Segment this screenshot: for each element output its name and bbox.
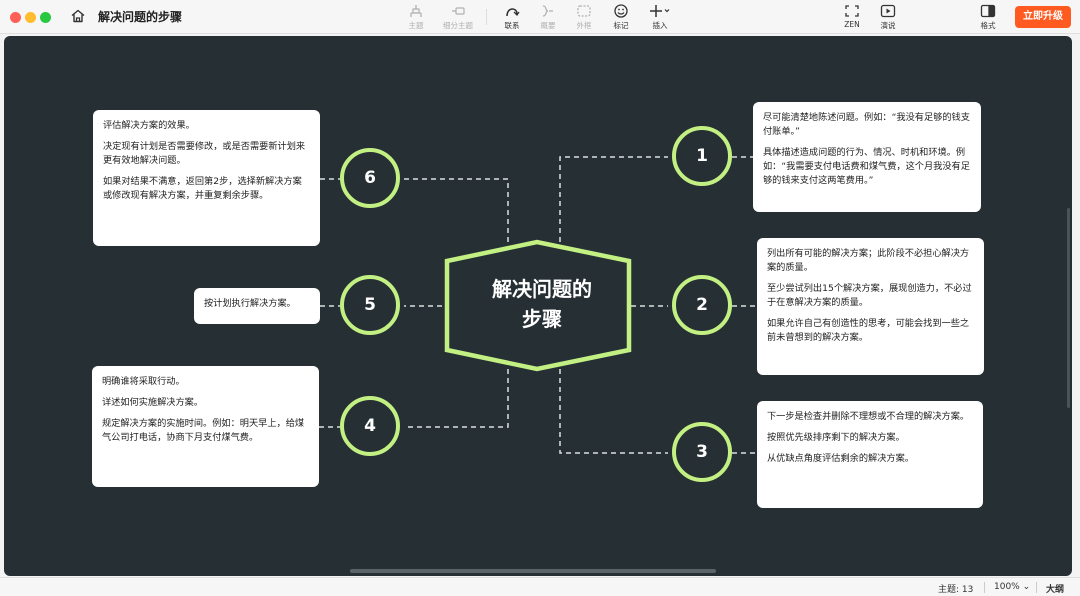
step-6-card[interactable]: 评估解决方案的效果。 决定现有计划是否需要修改，或是否需要新计划来更有效地解决问… [93,110,320,246]
relation-button[interactable]: 联系 [488,4,536,32]
status-divider [984,582,985,593]
status-bar: 主题: 13 100% ⌄ 大纲 [0,577,1080,596]
step-5-card[interactable]: 按计划执行解决方案。 [194,288,320,324]
zoom-window-button[interactable] [40,12,51,23]
zoom-dropdown[interactable]: 100% ⌄ [994,582,1031,592]
marker-button[interactable]: 标记 [597,4,645,32]
zen-mode-button[interactable]: ZEN [828,4,876,32]
connector-6 [404,178,509,242]
horizontal-scrollbar[interactable] [350,569,716,573]
connector-4 [404,369,509,428]
subtopic-button[interactable]: 细分主题 [434,4,482,32]
topic-count: 主题: 13 [938,585,974,595]
smiley-icon [614,4,628,18]
document-title: 解决问题的步骤 [98,10,183,24]
topic-button[interactable]: 主题 [392,4,440,32]
step-4-card[interactable]: 明确谁将采取行动。 详述如何实施解决方案。 规定解决方案的实施时间。例如：明天早… [92,366,319,487]
topic-icon [410,5,422,17]
step-node-4[interactable]: 4 [340,396,400,456]
minimize-window-button[interactable] [25,12,36,23]
chevron-down-icon: ⌄ [1022,582,1031,592]
format-button[interactable]: 格式 [964,4,1012,32]
step-2-card[interactable]: 列出所有可能的解决方案；此阶段不必担心解决方案的质量。 至少尝试列出15个解决方… [757,238,984,375]
status-divider [1036,582,1037,593]
step-node-6[interactable]: 6 [340,148,400,208]
toolbar-divider [486,9,487,25]
outline-button[interactable]: 大纲 [1046,585,1065,595]
step-node-2[interactable]: 2 [672,275,732,335]
play-screen-icon [880,4,896,18]
step-node-3[interactable]: 3 [672,422,732,482]
relation-icon [506,8,520,17]
home-icon[interactable] [70,8,86,24]
boundary-icon [577,5,591,17]
step-node-5[interactable]: 5 [340,275,400,335]
step-node-1[interactable]: 1 [672,126,732,186]
connector-lines [311,156,757,454]
present-button[interactable]: 演说 [864,4,912,32]
summary-icon [542,5,553,17]
connector-3 [559,369,668,454]
fullscreen-icon [845,5,859,17]
boundary-button[interactable]: 外框 [560,4,608,32]
mindmap-canvas[interactable]: 解决问题的 步骤 6 5 4 1 2 3 评估解决方案的效果。 决定现有计划是否… [4,36,1072,576]
title-bar: 解决问题的步骤 主题 细分主题 联系 概要 外框 标记 插入 [0,0,1080,34]
insert-button[interactable]: 插入 [636,4,684,32]
connector-1 [559,156,668,242]
subtopic-icon [452,7,465,15]
panel-icon [980,4,996,18]
vertical-scrollbar[interactable] [1067,208,1070,408]
plus-chevron-icon [650,5,670,17]
central-topic-hexagon[interactable] [444,239,632,372]
central-topic-title[interactable]: 解决问题的 步骤 [492,277,592,331]
summary-button[interactable]: 概要 [524,4,572,32]
step-3-card[interactable]: 下一步是检查并删除不理想或不合理的解决方案。 按照优先级排序剩下的解决方案。 从… [757,401,983,508]
upgrade-button[interactable]: 立即升级 [1015,6,1071,28]
step-1-card[interactable]: 尽可能清楚地陈述问题。例如：“我没有足够的钱支付账单。” 具体描述造成问题的行为… [753,102,981,212]
close-window-button[interactable] [10,12,21,23]
